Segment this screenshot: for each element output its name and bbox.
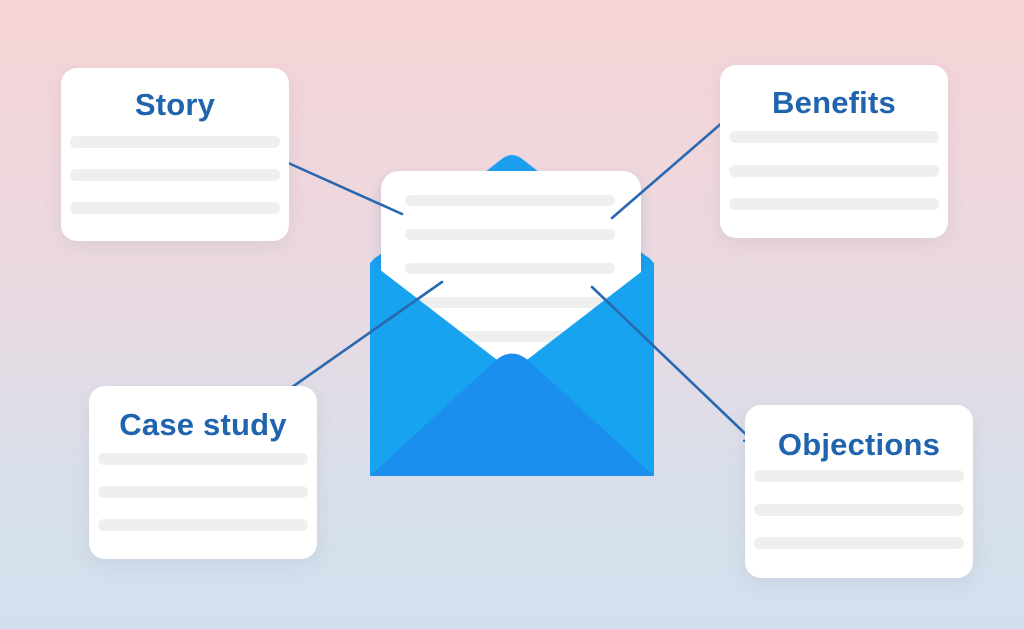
placeholder-line (754, 504, 964, 516)
envelope-front-flap (370, 353, 654, 476)
arrow-to-objections (590, 285, 758, 446)
placeholder-line (70, 202, 280, 214)
placeholder-line (729, 198, 939, 210)
placeholder-line (729, 165, 939, 177)
open-envelope-icon (370, 155, 654, 476)
placeholder-line (98, 486, 308, 498)
objections-card: Objections (745, 405, 973, 578)
benefits-card: Benefits (720, 65, 948, 238)
placeholder-line (70, 136, 280, 148)
placeholder-line (754, 537, 964, 549)
story-card: Story (61, 68, 289, 241)
placeholder-line (70, 169, 280, 181)
placeholder-line (98, 519, 308, 531)
story-title: Story (134, 87, 216, 122)
arrow-to-case-study (266, 280, 444, 406)
placeholder-line (754, 470, 964, 482)
objections-title: Objections (777, 427, 941, 462)
case-study-title: Case study (119, 407, 287, 442)
case-study-card: Case study (89, 386, 317, 559)
benefits-title: Benefits (772, 85, 896, 120)
placeholder-line (98, 453, 308, 465)
placeholder-line (729, 131, 939, 143)
envelope-left-flap (370, 262, 505, 476)
